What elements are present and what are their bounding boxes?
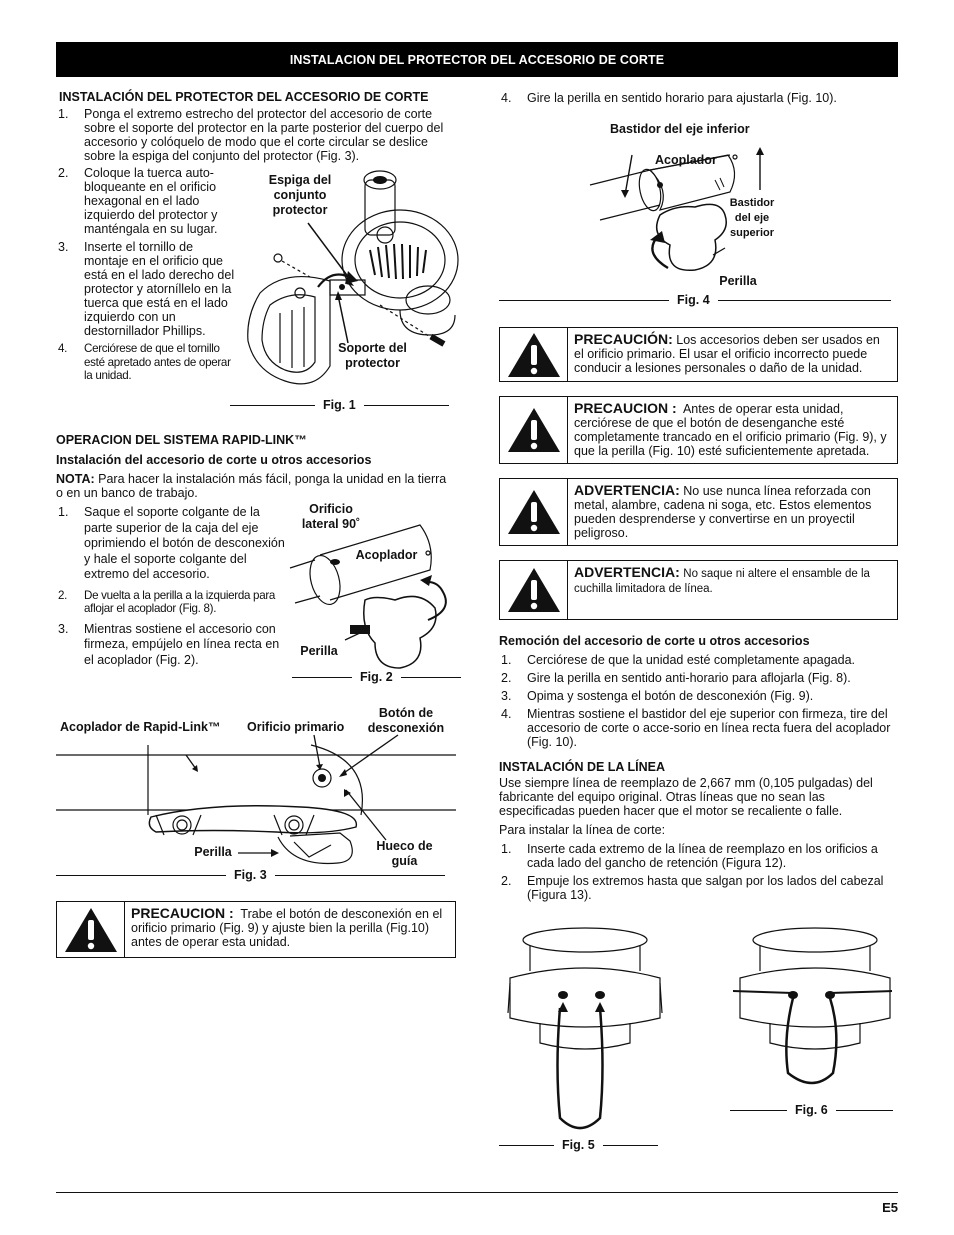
note-paragraph: NOTA: Para hacer la instalación más fáci… bbox=[56, 472, 451, 500]
line-install-heading: INSTALACIÓN DE LA LÍNEA bbox=[499, 760, 665, 774]
guard-assembly-illustration bbox=[247, 170, 459, 385]
guard-steps-list: 1.Ponga el extremo estrecho del protecto… bbox=[56, 107, 456, 167]
op-step-1: 1.Saque el soporte colgante de la parte … bbox=[58, 505, 285, 581]
fig3-label-acoplador: Acoplador de Rapid-Link™ bbox=[60, 720, 221, 734]
warning-box-2: ADVERTENCIA: No saque ni altere el ensam… bbox=[499, 560, 898, 620]
removal-step-3: 3.Opima y sostenga el botón de desconexi… bbox=[501, 689, 814, 703]
line-step-1: 1.Inserte cada extremo de la línea de re… bbox=[501, 842, 878, 870]
fig3-label-boton: Botón de desconexión bbox=[367, 706, 445, 735]
shaft-knob-illustration bbox=[589, 147, 764, 272]
tighten-step-list: 4.Gire la perilla en sentido horario par… bbox=[499, 91, 899, 109]
fig5-caption: Fig. 5 bbox=[499, 1138, 658, 1152]
footer-rule bbox=[56, 1192, 898, 1193]
warning-icon bbox=[500, 479, 568, 545]
removal-steps-list: 1.Cerciórese de que la unidad esté compl… bbox=[499, 653, 899, 753]
fig6-caption: Fig. 6 bbox=[730, 1103, 893, 1117]
note-text: Para hacer la instalación más fácil, pon… bbox=[56, 472, 447, 500]
fig4-label-perilla: Perilla bbox=[719, 274, 757, 288]
fig4-caption: Fig. 4 bbox=[499, 293, 891, 307]
fig4-label-bastidor-inf: Bastidor del eje inferior bbox=[610, 122, 750, 136]
trimmer-head-line-through-illustration bbox=[732, 927, 893, 1085]
op-step-3: 3.Mientras sostiene el accesorio con fir… bbox=[58, 621, 280, 667]
fig3-label-orificio: Orificio primario bbox=[247, 720, 345, 734]
warning-box-1: ADVERTENCIA: No use nunca línea reforzad… bbox=[499, 478, 898, 546]
fig1-caption: Fig. 1 bbox=[230, 398, 449, 412]
warning-icon bbox=[500, 397, 568, 463]
fig2-label-perilla: Perilla bbox=[300, 644, 338, 658]
line-steps-list: 1.Inserte cada extremo de la línea de re… bbox=[499, 842, 899, 906]
fig1-label-espiga: Espiga del conjunto protector bbox=[268, 173, 332, 217]
warning-icon bbox=[500, 561, 568, 619]
guard-step-3: 3.Inserte el tornillo de montaje en el o… bbox=[58, 240, 235, 338]
fig1-label-soporte: Soporte del protector bbox=[338, 341, 407, 370]
removal-step-2: 2.Gire la perilla en sentido anti-horari… bbox=[501, 671, 851, 685]
guard-step-1: 1.Ponga el extremo estrecho del protecto… bbox=[58, 107, 444, 163]
page-banner: INSTALACION DEL PROTECTOR DEL ACCESORIO … bbox=[56, 42, 898, 77]
page-number: E5 bbox=[882, 1200, 898, 1215]
fig4-label-acoplador: Acoplador bbox=[655, 153, 717, 167]
note-label: NOTA: bbox=[56, 472, 95, 486]
op-step-2: 2.De vuelta a la perilla a la izquierda … bbox=[58, 588, 276, 616]
line-step-2: 2.Empuje los extremos hasta que salgan p… bbox=[501, 874, 884, 902]
removal-step-4: 4.Mientras sostiene el bastidor del eje … bbox=[501, 707, 891, 749]
removal-step-1: 1.Cerciórese de que la unidad esté compl… bbox=[501, 653, 855, 667]
caution-box-left: PRECAUCION : Trabe el botón de desconexi… bbox=[56, 901, 456, 958]
guard-step-2: 2.Coloque la tuerca auto-bloqueante en e… bbox=[58, 166, 218, 236]
tighten-step-4: 4.Gire la perilla en sentido horario par… bbox=[501, 91, 837, 105]
line-intro: Para instalar la línea de corte: bbox=[499, 823, 666, 837]
coupler-knob-illustration bbox=[289, 524, 447, 669]
install-subheading: Instalación del accesorio de corte u otr… bbox=[56, 453, 372, 467]
fig3-label-perilla: Perilla bbox=[194, 845, 232, 859]
caution-box-2: PRECAUCION : Antes de operar esta unidad… bbox=[499, 396, 898, 464]
guard-steps-list-2: 2.Coloque la tuerca auto-bloqueante en e… bbox=[56, 166, 236, 387]
fig3-caption: Fig. 3 bbox=[56, 868, 445, 882]
warning-icon bbox=[500, 328, 568, 381]
fig4-label-bastidor-sup: Bastidor del eje superior bbox=[729, 197, 775, 239]
guard-install-heading: INSTALACIÓN DEL PROTECTOR DEL ACCESORIO … bbox=[59, 90, 429, 104]
fig2-label-acoplador: Acoplador bbox=[355, 548, 418, 562]
rapid-link-coupler-illustration bbox=[56, 734, 456, 865]
guard-step-4: 4.Cerciórese de que el tornillo esté apr… bbox=[58, 342, 231, 382]
fig2-caption: Fig. 2 bbox=[292, 670, 461, 684]
removal-heading: Remoción del accesorio de corte u otros … bbox=[499, 634, 810, 648]
fig2-label-orificio: Orificio lateral 90˚ bbox=[301, 502, 361, 531]
operation-steps-list: 1.Saque el soporte colgante de la parte … bbox=[56, 505, 286, 672]
rapid-link-heading: OPERACION DEL SISTEMA RAPID-LINK™ bbox=[56, 433, 307, 447]
trimmer-head-line-insert-illustration bbox=[507, 927, 663, 1130]
caution-box-1: PRECAUCIÓN: Los accesorios deben ser usa… bbox=[499, 327, 898, 382]
line-paragraph: Use siempre línea de reemplazo de 2,667 … bbox=[499, 776, 873, 818]
warning-icon bbox=[57, 902, 125, 957]
fig3-label-hueco: Hueco de guía bbox=[376, 839, 433, 868]
